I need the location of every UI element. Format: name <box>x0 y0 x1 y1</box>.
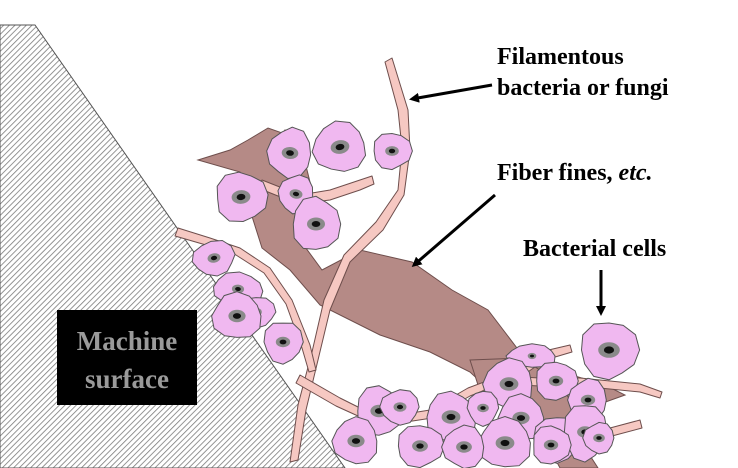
cell-nucleus <box>548 443 555 448</box>
machine-surface-label: Machine surface <box>57 310 197 405</box>
cell-nucleus <box>604 346 614 353</box>
label-fiber-fines-main: Fiber fines, <box>497 160 619 186</box>
cell-nucleus <box>530 355 534 358</box>
bacterial-cell <box>308 117 368 177</box>
bacterial-cell <box>398 426 444 468</box>
cell-nucleus <box>280 340 287 345</box>
cell-nucleus <box>480 406 485 410</box>
cell-nucleus <box>233 313 241 319</box>
cell-nucleus <box>501 440 510 446</box>
arrow-fiber-fines <box>414 195 495 265</box>
cell-nucleus <box>596 436 601 440</box>
cell-nucleus <box>416 443 423 448</box>
cell-nucleus <box>517 415 525 421</box>
label-filamentous-line1: Filamentous <box>497 44 624 70</box>
bacterial-cell <box>264 323 303 364</box>
cell-nucleus <box>460 444 467 449</box>
cell-nucleus <box>389 149 395 154</box>
label-filamentous-line2: bacteria or fungi <box>497 75 669 101</box>
label-fiber-fines: Fiber fines, etc. <box>497 160 653 186</box>
cell-nucleus <box>312 221 321 227</box>
cell-nucleus <box>352 438 360 444</box>
bacterial-cell <box>293 196 340 249</box>
bacterial-cell <box>332 417 377 464</box>
cell-nucleus <box>397 405 403 409</box>
bacterial-cell <box>582 323 640 380</box>
cell-nucleus <box>505 381 514 387</box>
machine-label-line1: Machine <box>77 326 178 356</box>
label-bacterial-cells: Bacterial cells <box>523 236 666 262</box>
cell-nucleus <box>553 379 560 384</box>
cell-nucleus <box>447 414 456 420</box>
cell-nucleus <box>585 398 592 403</box>
label-fiber-fines-etc: etc. <box>619 160 653 186</box>
arrow-filamentous <box>412 85 492 99</box>
machine-label-line2: surface <box>85 364 169 394</box>
